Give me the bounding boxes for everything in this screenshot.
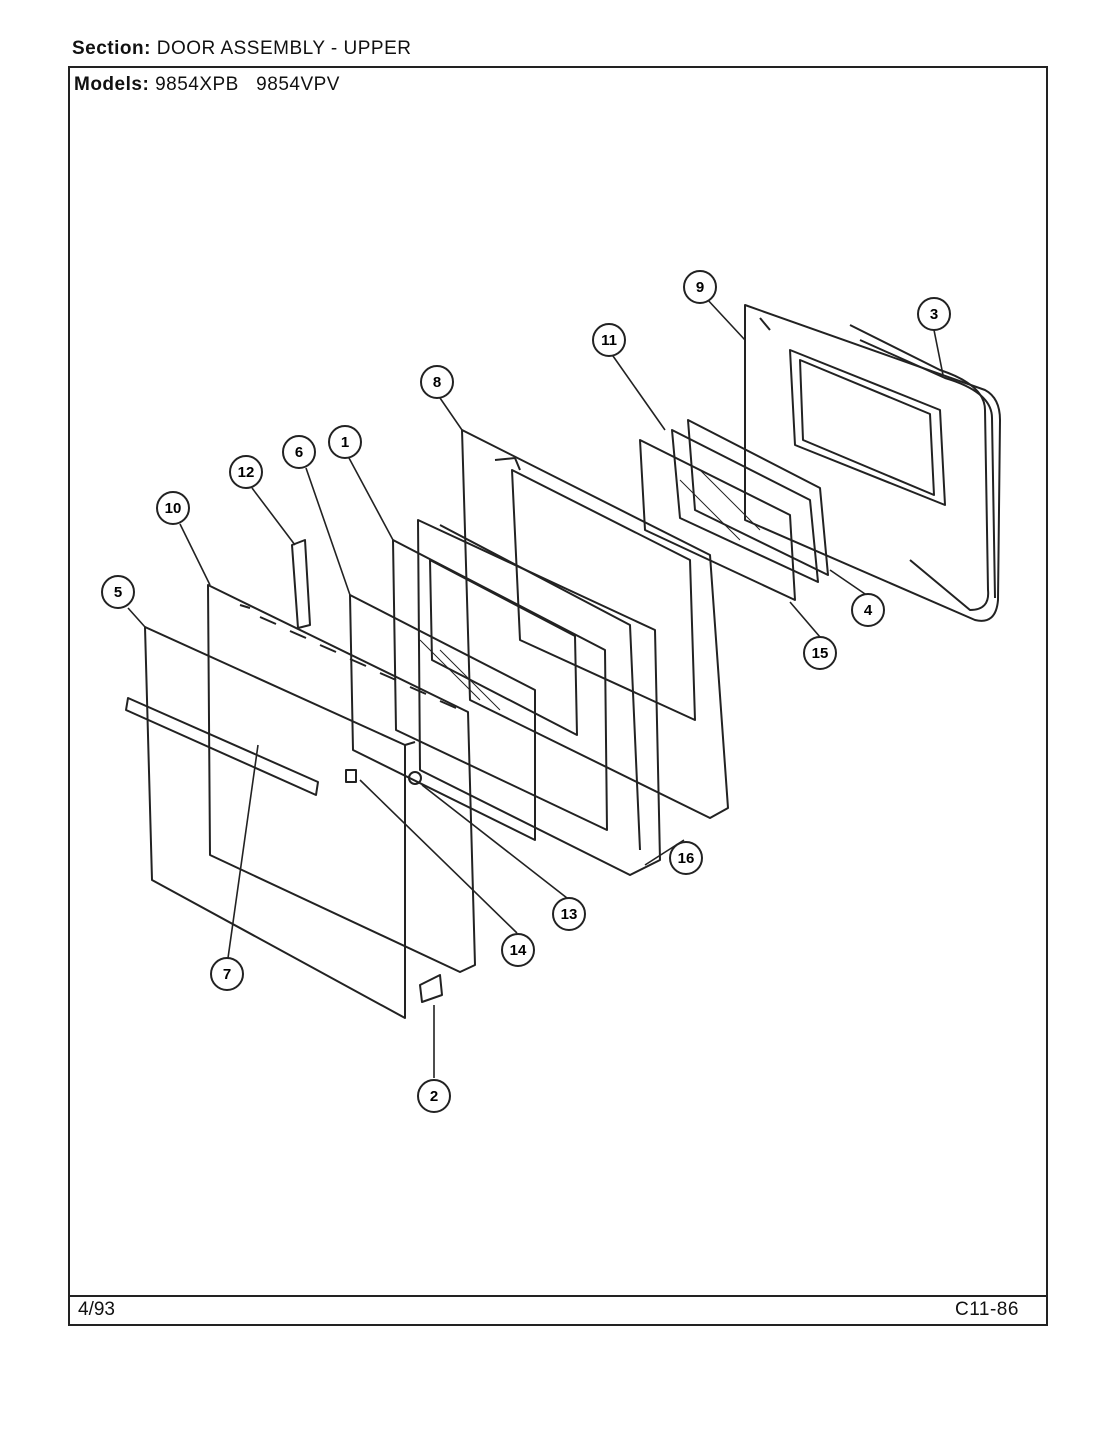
callout-11: 11 xyxy=(592,323,626,357)
part-1-inner-panel xyxy=(392,539,608,831)
svg-text:5: 5 xyxy=(114,584,122,601)
svg-text:2: 2 xyxy=(430,1088,438,1105)
callout-6: 6 xyxy=(282,435,316,469)
section-value: DOOR ASSEMBLY - UPPER xyxy=(156,38,412,59)
callout-7: 7 xyxy=(210,957,244,991)
part-14-clip xyxy=(345,769,357,783)
part-16-box xyxy=(417,519,661,876)
models-line: Models: 9854XPB 9854VPV xyxy=(74,74,340,96)
part-9-door-back-frame xyxy=(744,304,1001,622)
svg-text:1: 1 xyxy=(341,434,349,451)
part-3-gasket xyxy=(849,324,996,611)
part-6-glass xyxy=(349,594,536,841)
callout-12: 12 xyxy=(229,455,263,489)
callout-10: 10 xyxy=(156,491,190,525)
callout-13: 13 xyxy=(552,897,586,931)
callout-1: 1 xyxy=(328,425,362,459)
part-15-glass-panel xyxy=(639,439,796,601)
svg-text:9: 9 xyxy=(696,279,704,296)
models-label: Models: xyxy=(74,74,150,95)
svg-text:16: 16 xyxy=(678,850,695,867)
footer-code: C11-86 xyxy=(955,1299,1019,1320)
callout-8: 8 xyxy=(420,365,454,399)
callout-16: 16 xyxy=(669,841,703,875)
part-5-outer-panel xyxy=(144,626,416,1019)
svg-text:11: 11 xyxy=(601,332,617,349)
svg-text:6: 6 xyxy=(295,444,303,461)
svg-text:10: 10 xyxy=(165,500,182,517)
callout-4: 4 xyxy=(851,593,885,627)
callout-14: 14 xyxy=(501,933,535,967)
part-10-vent-panel xyxy=(207,584,476,973)
part-12-bracket xyxy=(291,539,311,629)
svg-text:3: 3 xyxy=(930,306,938,323)
footer-date: 4/93 xyxy=(78,1299,115,1320)
part-11-inner-gasket xyxy=(671,419,829,583)
svg-text:15: 15 xyxy=(812,645,829,662)
part-13-washer xyxy=(408,771,422,785)
footer-divider xyxy=(68,1295,1048,1297)
part-2-hinge-clip xyxy=(419,974,443,1003)
callout-3: 3 xyxy=(917,297,951,331)
svg-text:14: 14 xyxy=(510,942,527,959)
callout-2: 2 xyxy=(417,1079,451,1113)
svg-text:4: 4 xyxy=(864,602,873,619)
callout-9: 9 xyxy=(683,270,717,304)
svg-text:8: 8 xyxy=(433,374,441,391)
svg-text:7: 7 xyxy=(223,966,231,983)
models-value: 9854XPB 9854VPV xyxy=(155,74,340,95)
callout-5: 5 xyxy=(101,575,135,609)
diagram-frame xyxy=(68,66,1048,1326)
section-title: Section: DOOR ASSEMBLY - UPPER xyxy=(72,38,412,60)
svg-text:12: 12 xyxy=(238,464,255,481)
section-label: Section: xyxy=(72,38,151,59)
svg-text:13: 13 xyxy=(561,906,578,923)
part-7-handle xyxy=(125,697,319,796)
callout-15: 15 xyxy=(803,636,837,670)
